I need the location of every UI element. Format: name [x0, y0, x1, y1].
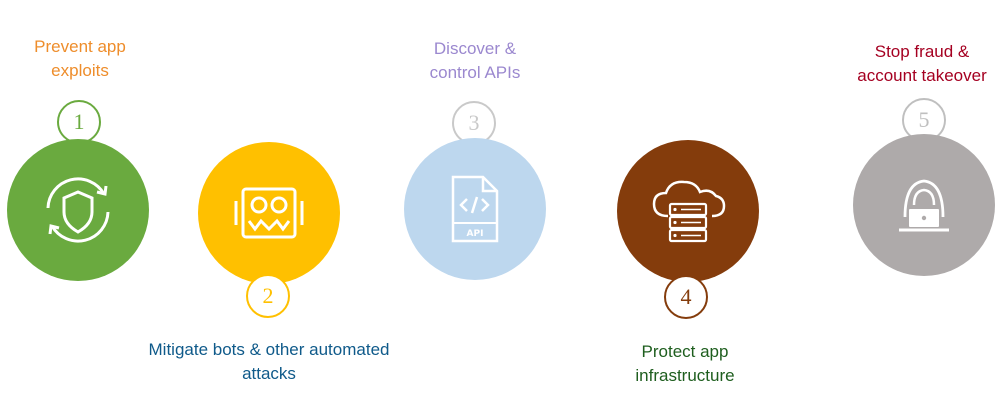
step-4-circle [617, 140, 759, 282]
step-3-title-line-1: Discover & [433, 39, 517, 58]
step-4-title-line-1: Protect app [641, 342, 729, 361]
step-1-circle [7, 139, 149, 281]
step-2-title-line-1: Mitigate bots & other automated [148, 340, 390, 359]
step-5-title-line-2: account takeover [857, 66, 987, 85]
hooded-hacker-icon [899, 179, 949, 232]
api-file-icon: API [451, 175, 499, 243]
step-1-title-line-2: exploits [51, 61, 109, 80]
step-2-circle [198, 142, 340, 284]
step-2-title-line-2: attacks [242, 364, 296, 383]
cloud-server-icon [652, 180, 726, 243]
bot-face-icon [234, 187, 304, 239]
step-4-number-badge: 4 [664, 275, 708, 319]
step-2-title: Mitigate bots & other automated attacks [119, 338, 419, 386]
step-1-title-line-1: Prevent app [34, 37, 126, 56]
api-file-label: API [467, 229, 484, 239]
step-2-number-badge: 2 [246, 274, 290, 318]
step-5-title: Stop fraud & account takeover [842, 40, 1002, 88]
shield-refresh-icon [46, 177, 110, 243]
step-3-title-line-2: control APIs [429, 63, 521, 82]
step-1-title: Prevent app exploits [20, 35, 140, 83]
step-3-title: Discover & control APIs [405, 37, 545, 85]
step-3-number-badge: 3 [452, 101, 496, 145]
step-4-title-line-2: infrastructure [635, 366, 735, 385]
step-3-circle: API [404, 138, 546, 280]
step-5-title-line-1: Stop fraud & [874, 42, 970, 61]
step-1-number-badge: 1 [57, 100, 101, 144]
step-5-circle [853, 134, 995, 276]
step-4-title: Protect app infrastructure [605, 340, 765, 388]
